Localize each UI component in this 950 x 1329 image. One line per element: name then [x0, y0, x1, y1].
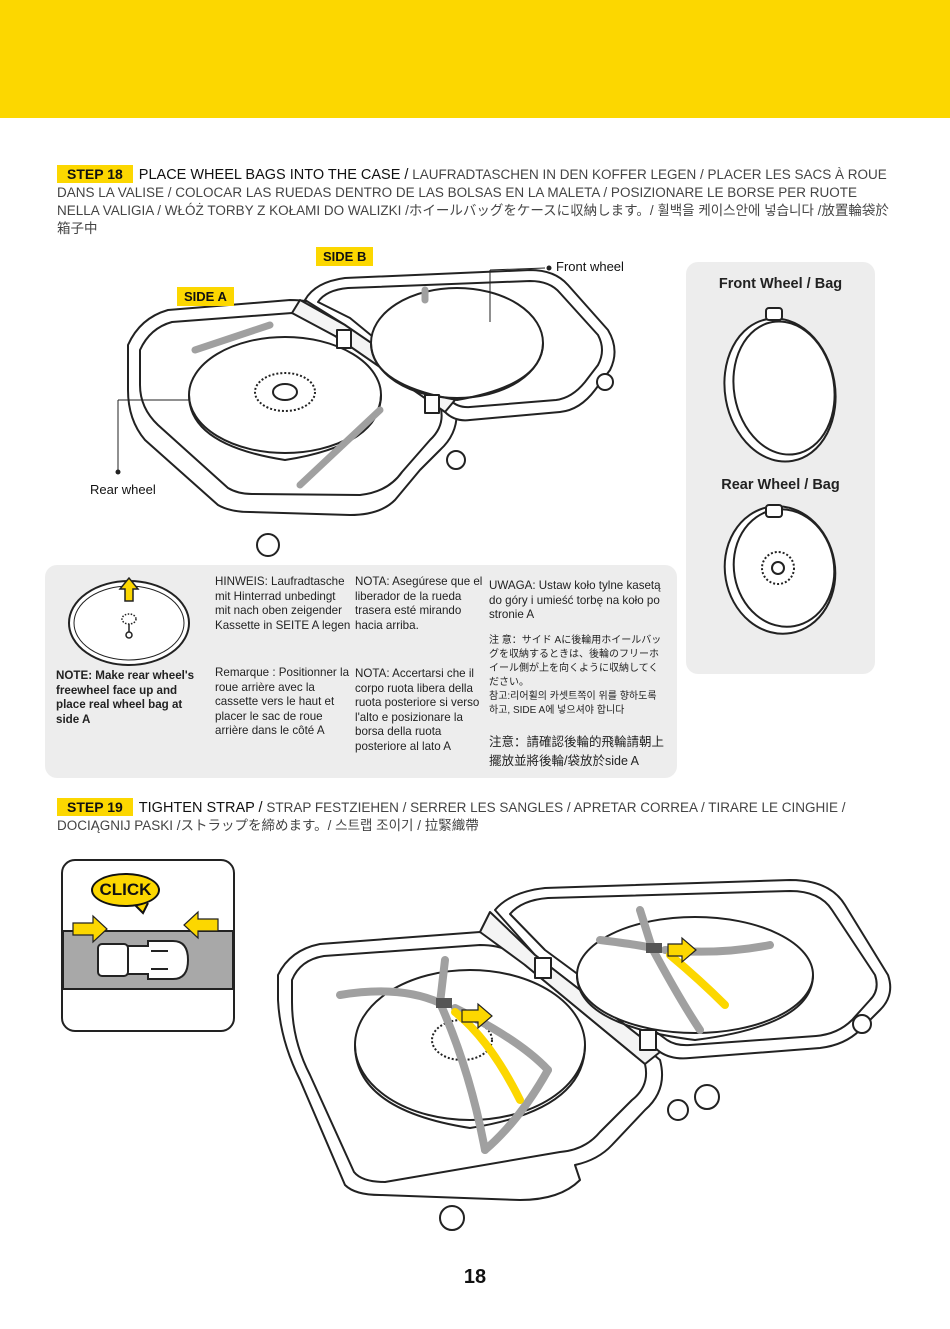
note-fr: Remarque : Positionner la roue arrière a…: [215, 666, 350, 737]
step19-heading: STEP 19 TIGHTEN STRAP / STRAP FESTZIEHEN …: [57, 798, 857, 835]
top-color-band: [0, 0, 950, 118]
note-it: NOTA: Accertarsi che il corpo ruota libe…: [355, 667, 480, 753]
note-de: HINWEIS: Laufradtasche mit Hinterrad unb…: [215, 575, 351, 632]
note-en: NOTE: Make rear wheel's freewheel face u…: [56, 669, 195, 726]
step18-translations: LAUFRADTASCHEN IN DEN KOFFER LEGEN / PLA…: [57, 167, 889, 236]
rear-wheel-callout: Rear wheel: [90, 482, 156, 497]
front-bag-title: Front Wheel / Bag: [718, 276, 843, 292]
note-zh: 注意：請確認後輪的飛輪請朝上擺放並將後輪/袋放於side A: [489, 735, 665, 768]
rear-wheel-diagram: [68, 576, 190, 666]
buckle-illustration: [63, 902, 233, 990]
note-ko: 참고:리어휠의 카셋트쪽이 위를 향하도록 하고, SIDE A에 넣으셔야 합…: [489, 691, 657, 716]
note-es: NOTA: Asegúrese que el liberador de la r…: [355, 575, 483, 632]
front-wheel-callout: Front wheel: [556, 259, 624, 274]
rear-bag-title: Rear Wheel / Bag: [721, 477, 840, 493]
step18-badge: STEP 18: [57, 165, 133, 183]
step19-title: TIGHTEN STRAP /: [138, 800, 263, 816]
tighten-arrow-icon-2: [667, 936, 697, 964]
note-ja: 注 意：サイド Aに後輪用ホイールバッグを収納するときは、後輪のフリーホイール側…: [489, 635, 662, 688]
note-pl: UWAGA: Ustaw koło tylne kasetą do góry i…: [489, 579, 661, 621]
buckle-click-inset: CLICK: [61, 859, 235, 1032]
left-arrow-icon: [183, 910, 219, 940]
click-bubble: CLICK: [91, 873, 160, 907]
side-a-label: SIDE A: [177, 287, 234, 306]
tighten-arrow-icon: [461, 1002, 493, 1030]
side-b-label: SIDE B: [316, 247, 374, 266]
page-number: 18: [463, 1266, 487, 1288]
right-arrow-icon: [72, 914, 108, 944]
step19-translations: STRAP FESTZIEHEN / SERRER LES SANGLES / …: [57, 800, 846, 833]
step19-badge: STEP 19: [57, 798, 133, 816]
up-arrow-icon: [118, 576, 140, 602]
note-panel: NOTE: Make rear wheel's freewheel face u…: [45, 565, 677, 778]
step18-title: PLACE WHEEL BAGS INTO THE CASE /: [138, 167, 409, 183]
